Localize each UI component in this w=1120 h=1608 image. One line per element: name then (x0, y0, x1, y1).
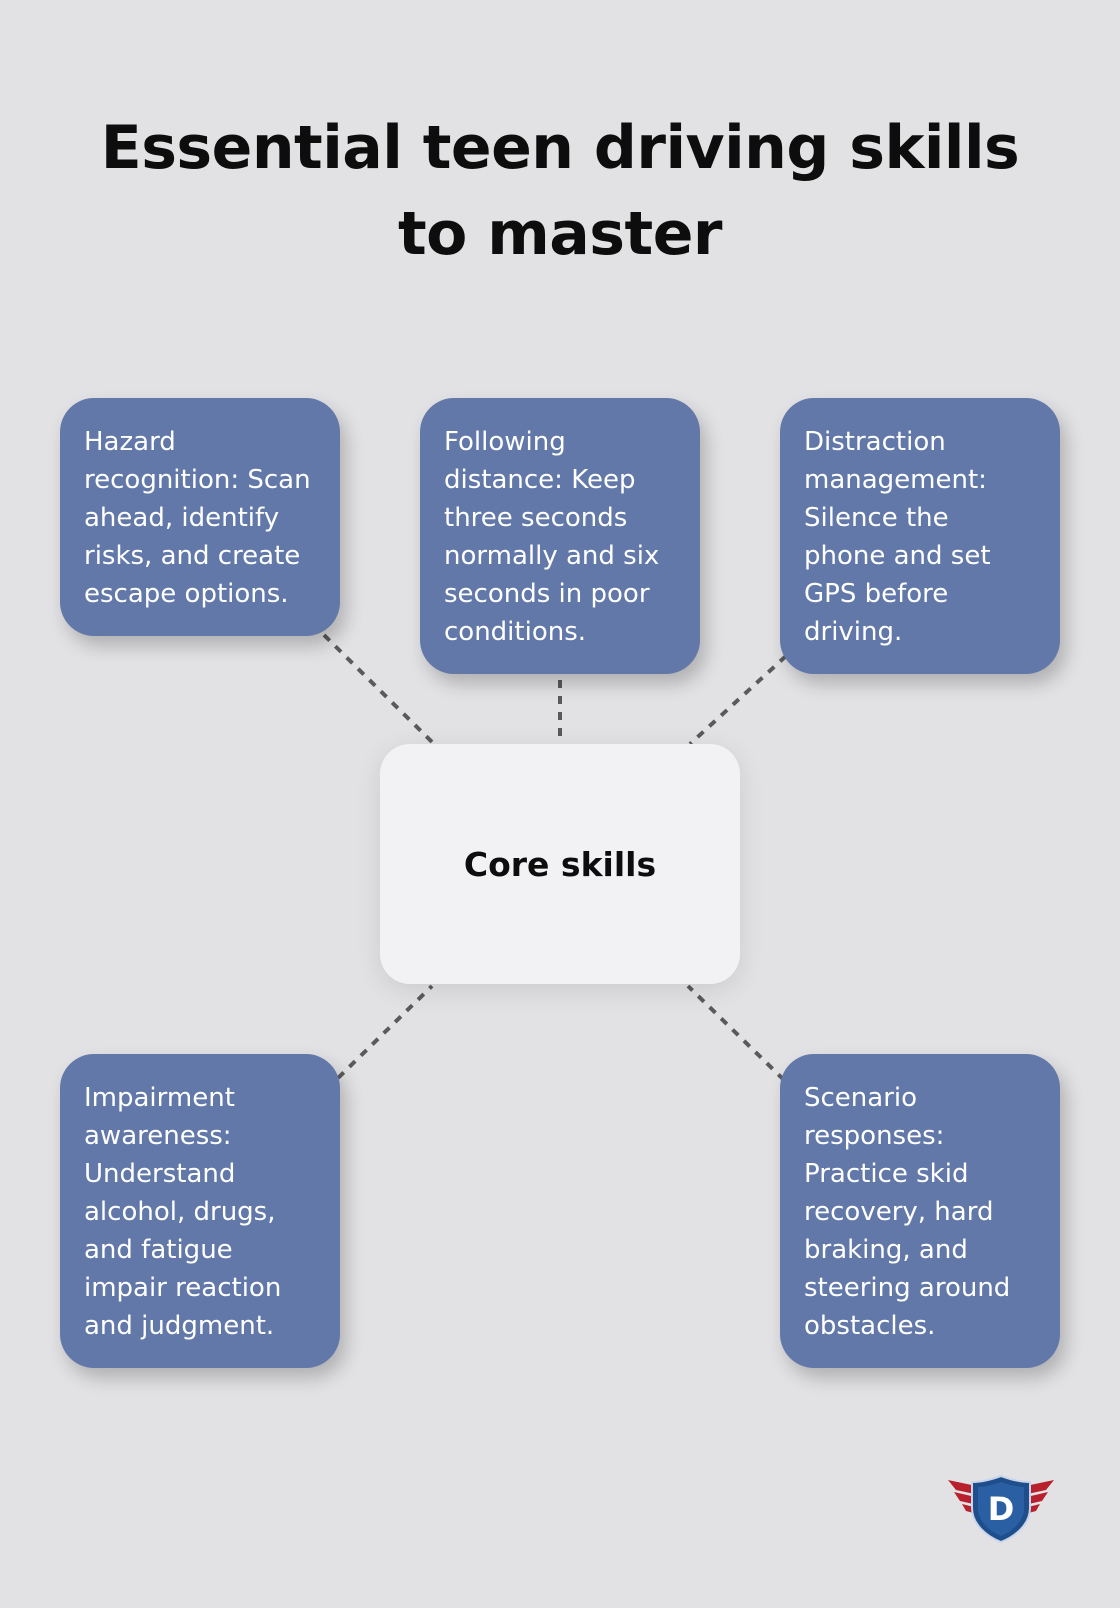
skill-text: Impairment awareness: Understand alcohol… (84, 1083, 282, 1341)
skill-box-distraction-management: Distraction management: Silence the phon… (780, 398, 1060, 674)
connector-impairment (336, 984, 434, 1080)
center-label: Core skills (463, 844, 657, 884)
center-node: Core skills (380, 744, 740, 984)
skill-text: Hazard recognition: Scan ahead, identify… (84, 427, 311, 609)
connector-hazard (322, 633, 434, 744)
skill-text: Distraction management: Silence the phon… (804, 427, 991, 647)
skill-box-following-distance: Following distance: Keep three seconds n… (420, 398, 700, 674)
shield-logo-icon: D (948, 1474, 1054, 1544)
connector-distraction (688, 654, 788, 746)
skill-text: Scenario responses: Practice skid recove… (804, 1083, 1011, 1341)
skill-box-scenario-responses: Scenario responses: Practice skid recove… (780, 1054, 1060, 1368)
connector-scenario (686, 984, 786, 1082)
skill-text: Following distance: Keep three seconds n… (444, 427, 660, 647)
diagram-title: Essential teen driving skills to master (100, 113, 1020, 269)
logo-letter: D (988, 1490, 1015, 1528)
skill-box-hazard-recognition: Hazard recognition: Scan ahead, identify… (60, 398, 340, 636)
skill-box-impairment-awareness: Impairment awareness: Understand alcohol… (60, 1054, 340, 1368)
